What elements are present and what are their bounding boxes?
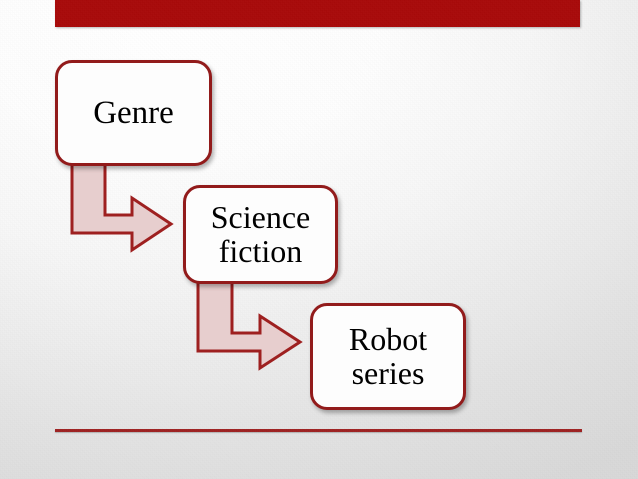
arrow-scifi-to-robot-icon (196, 278, 303, 371)
node-science-fiction-label-line2: fiction (218, 232, 303, 269)
node-science-fiction[interactable]: Science fiction (183, 185, 338, 284)
node-robot-series-label: Robot series (343, 320, 433, 391)
horizontal-divider (55, 429, 582, 432)
arrow-genre-to-scifi-icon (70, 160, 174, 253)
node-robot-series-label-line1: Robot (348, 320, 428, 357)
node-science-fiction-label: Science fiction (205, 198, 317, 269)
node-robot-series[interactable]: Robot series (310, 303, 466, 410)
node-robot-series-label-line2: series (351, 354, 425, 391)
node-science-fiction-label-line1: Science (210, 198, 311, 235)
title-banner (55, 0, 580, 27)
node-genre-label: Genre (93, 94, 174, 131)
node-genre[interactable]: Genre (55, 60, 212, 166)
